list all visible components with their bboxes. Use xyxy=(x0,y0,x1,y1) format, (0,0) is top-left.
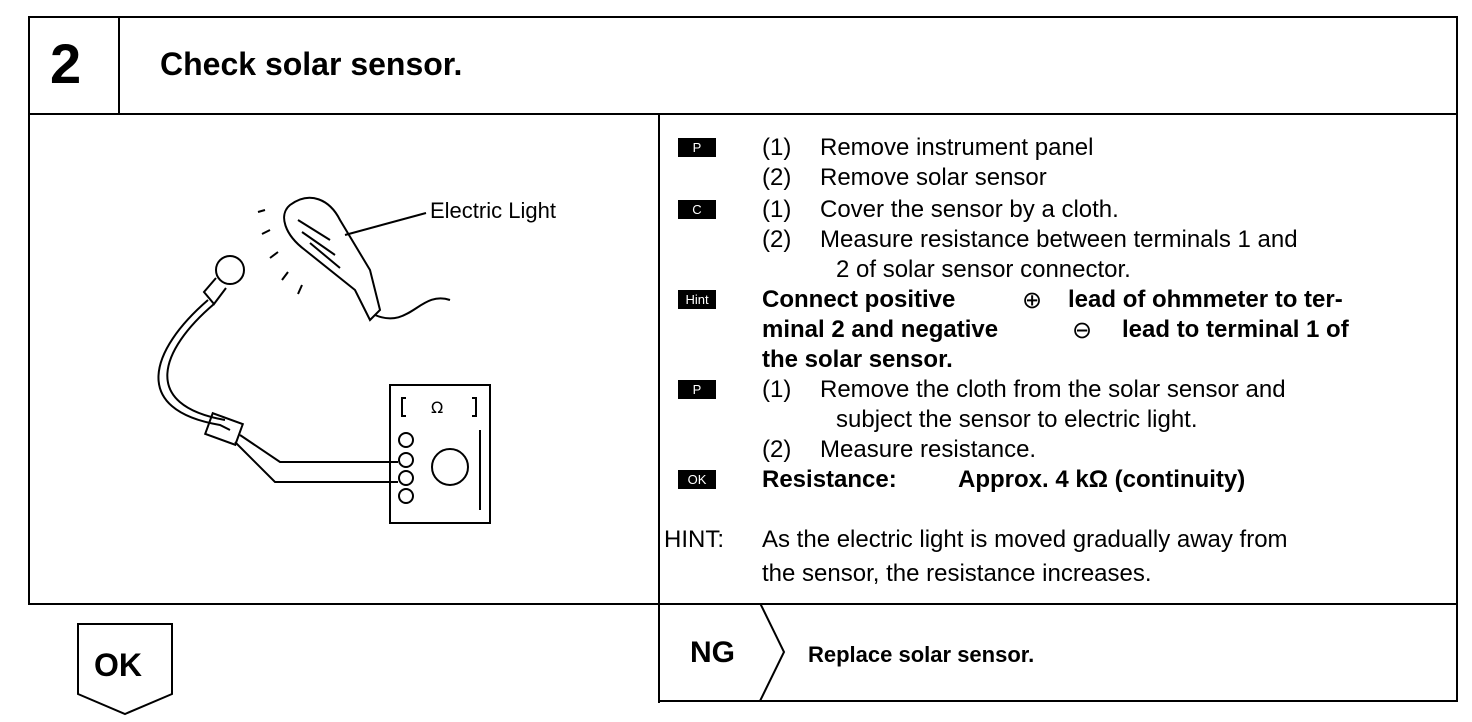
c-num1: (1) xyxy=(762,196,792,223)
note-line1: As the electric light is moved gradually… xyxy=(762,526,1288,553)
hint-line2b: lead to terminal 1 of xyxy=(1122,316,1349,343)
tag-c: C xyxy=(678,200,716,219)
hint-line1b: lead of ohmmeter to ter- xyxy=(1068,286,1343,313)
p2-text1b: subject the sensor to electric light. xyxy=(836,406,1198,433)
p1-text2: Remove solar sensor xyxy=(820,164,1047,191)
plus-symbol: ⊕ xyxy=(1022,286,1043,314)
hint-line1a: Connect positive xyxy=(762,286,956,313)
content-box xyxy=(28,113,1458,605)
p2-text2: Measure resistance. xyxy=(820,436,1037,463)
electric-light-icon xyxy=(283,196,382,322)
p1-num1: (1) xyxy=(762,134,792,161)
p2-num2: (2) xyxy=(762,436,792,463)
ok-result: OK xyxy=(94,647,142,683)
c-text2b: 2 of solar sensor connector. xyxy=(836,256,1131,283)
content-divider xyxy=(658,113,660,703)
ohmmeter-diagram: Electric Light Ω xyxy=(157,196,556,524)
ok-value: Approx. 4 kΩ (continuity) xyxy=(958,466,1246,493)
c-text2a: Measure resistance between terminals 1 a… xyxy=(820,226,1298,253)
note-line2: the sensor, the resistance increases. xyxy=(762,560,1152,587)
p1-text1: Remove instrument panel xyxy=(820,134,1094,161)
c-text1: Cover the sensor by a cloth. xyxy=(820,196,1119,223)
hint-line2a: minal 2 and negative xyxy=(762,316,999,343)
illustration: Electric Light Ω xyxy=(130,180,650,540)
ng-label: NG xyxy=(690,636,735,669)
right-border-lower xyxy=(1456,603,1458,702)
connector-icon xyxy=(203,411,245,447)
tag-ok: OK xyxy=(678,470,716,489)
callout-label: Electric Light xyxy=(430,198,556,223)
ohmmeter-icon xyxy=(389,384,491,524)
note-label: HINT: xyxy=(664,526,724,553)
p1-num2: (2) xyxy=(762,164,792,191)
ok-badge xyxy=(77,623,173,716)
step-number: 2 xyxy=(50,32,82,95)
p2-num1: (1) xyxy=(762,376,792,403)
ng-action: Replace solar sensor. xyxy=(808,642,1035,667)
step-title: Check solar sensor. xyxy=(160,46,463,82)
tag-p-2: P xyxy=(678,380,716,399)
tag-p: P xyxy=(678,138,716,157)
solar-sensor-icon xyxy=(215,255,245,285)
tag-hint: Hint xyxy=(678,290,716,309)
p2-text1a: Remove the cloth from the solar sensor a… xyxy=(820,376,1286,403)
ng-chevron xyxy=(759,603,786,701)
minus-symbol: ⊖ xyxy=(1072,316,1093,344)
bottom-rule xyxy=(658,700,1458,702)
header-divider xyxy=(118,16,120,115)
c-num2: (2) xyxy=(762,226,792,253)
ok-label: Resistance: xyxy=(762,466,897,493)
ohm-symbol: Ω xyxy=(431,398,443,417)
hint-line3: the solar sensor. xyxy=(762,346,953,373)
